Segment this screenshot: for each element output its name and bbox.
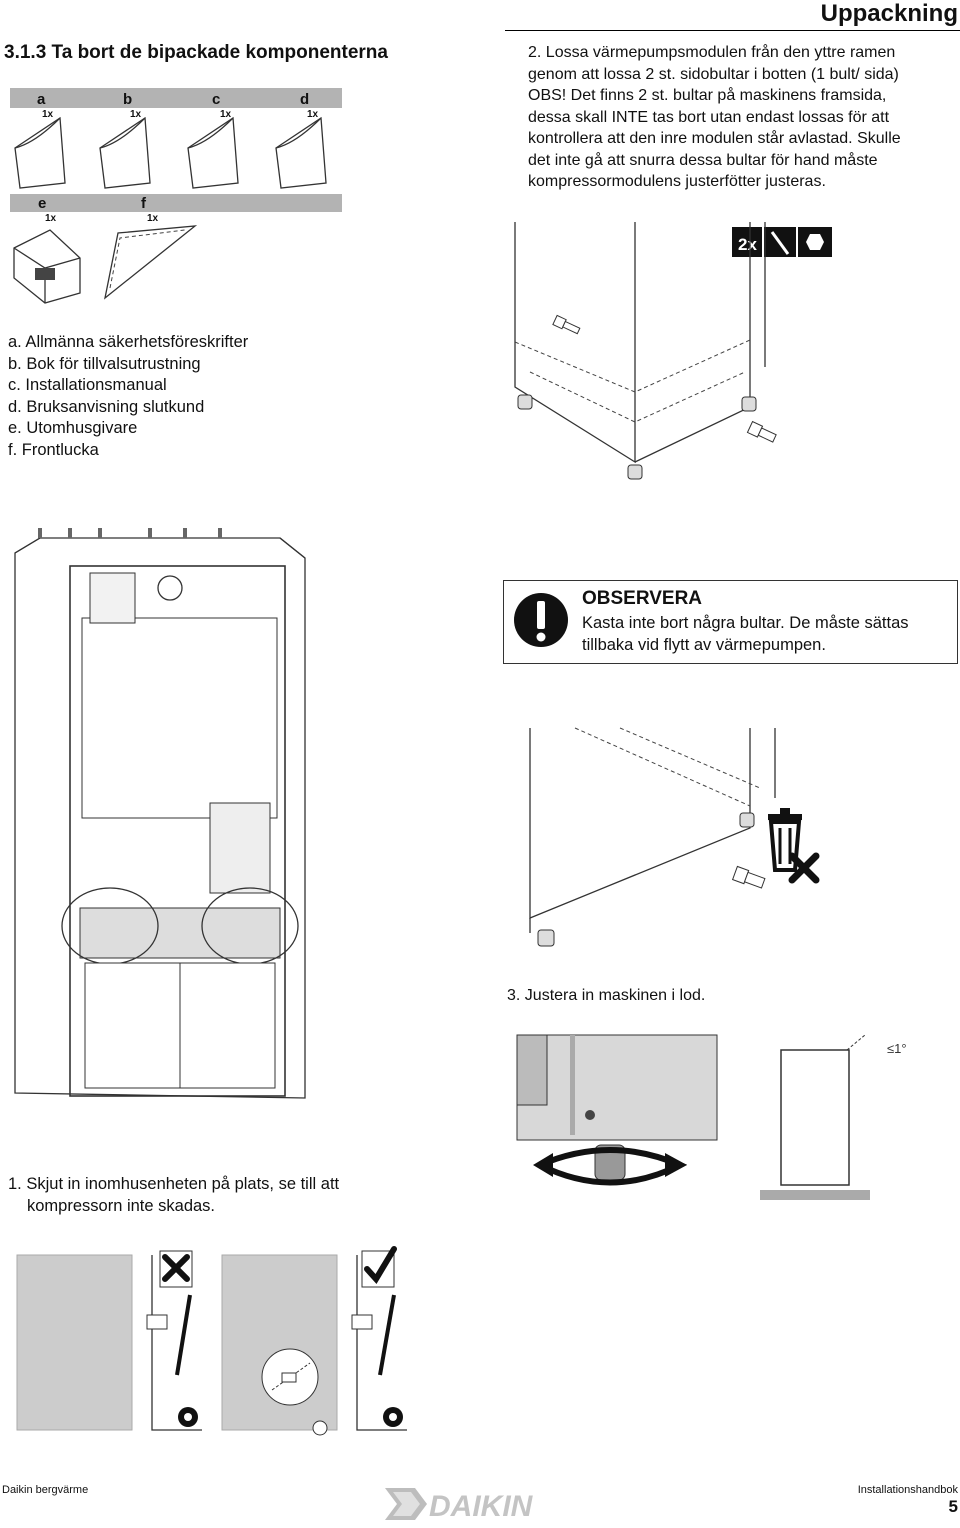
section-title: 3.1.3 Ta bort de bipackade komponenterna [4, 42, 388, 63]
bolt-icon [746, 420, 777, 443]
keep-bolts-illustration [529, 727, 820, 947]
screwdriver-icon [770, 231, 790, 255]
cell-b-letter: b [123, 91, 132, 108]
list-item: f. Frontlucka [8, 440, 99, 459]
booklet-a [14, 116, 66, 189]
bolt-icon [552, 314, 581, 335]
hex-icon [806, 234, 824, 250]
components-list: a. Allmänna säkerhetsföreskrifter b. Bok… [8, 332, 248, 461]
footer-right: Installationshandbok [857, 1484, 958, 1496]
cell-f-count: 1x [147, 213, 159, 224]
slide-in-illustration [16, 1246, 407, 1436]
page-number: 5 [948, 1497, 958, 1516]
notice-title: OBSERVERA [582, 588, 703, 609]
cell-b-count: 1x [130, 109, 142, 120]
notice-box [503, 580, 958, 664]
components-illustration: a 1x b 1x c 1x d 1x e 1x f 1x [10, 88, 342, 304]
list-item: a. Allmänna säkerhetsföreskrifter [8, 333, 249, 351]
step1-text: 1. Skjut in inomhusenheten på plats, se … [8, 1175, 340, 1215]
step2-text: 2. Lossa värmepumpsmodulen från den yttr… [528, 44, 901, 190]
sensor-box [13, 229, 81, 304]
bolt-removal-illustration: 2x [514, 222, 832, 480]
bolt-count-badge: 2x [738, 235, 757, 254]
cell-c-letter: c [212, 91, 220, 108]
cell-c-count: 1x [220, 109, 232, 120]
daikin-logo: DAIKIN [385, 1488, 534, 1523]
check-icon [364, 1246, 397, 1285]
leveling-illustration: ≤1° [516, 1034, 907, 1200]
list-item: b. Bok för tillvalsutrustning [8, 354, 201, 373]
warning-icon [514, 593, 568, 647]
cell-f-letter: f [141, 195, 147, 212]
cell-e-letter: e [38, 195, 46, 212]
wrong-icon [162, 1254, 190, 1282]
heat-pump-illustration [14, 528, 306, 1099]
svg-text:DAIKIN: DAIKIN [429, 1490, 534, 1523]
cell-e-count: 1x [45, 213, 57, 224]
front-panel [104, 225, 198, 300]
booklet-d [275, 116, 327, 189]
header-title: Uppackning [820, 0, 958, 27]
bolt-icon [731, 865, 766, 889]
cell-d-letter: d [300, 91, 309, 108]
booklet-c [187, 116, 239, 189]
step3-text: 3. Justera in maskinen i lod. [507, 987, 706, 1004]
list-item: c. Installationsmanual [8, 376, 167, 394]
notice-text: Kasta inte bort några bultar. De måste s… [582, 614, 909, 654]
angle-label: ≤1° [887, 1041, 907, 1056]
cell-a-count: 1x [42, 109, 54, 120]
cell-a-letter: a [37, 91, 46, 108]
header-rule [505, 30, 960, 31]
footer-left: Daikin bergvärme [2, 1484, 89, 1496]
booklet-b [99, 116, 151, 189]
cross-icon [788, 852, 820, 884]
list-item: d. Bruksanvisning slutkund [8, 397, 205, 416]
list-item: e. Utomhusgivare [8, 419, 138, 437]
cell-d-count: 1x [307, 109, 319, 120]
